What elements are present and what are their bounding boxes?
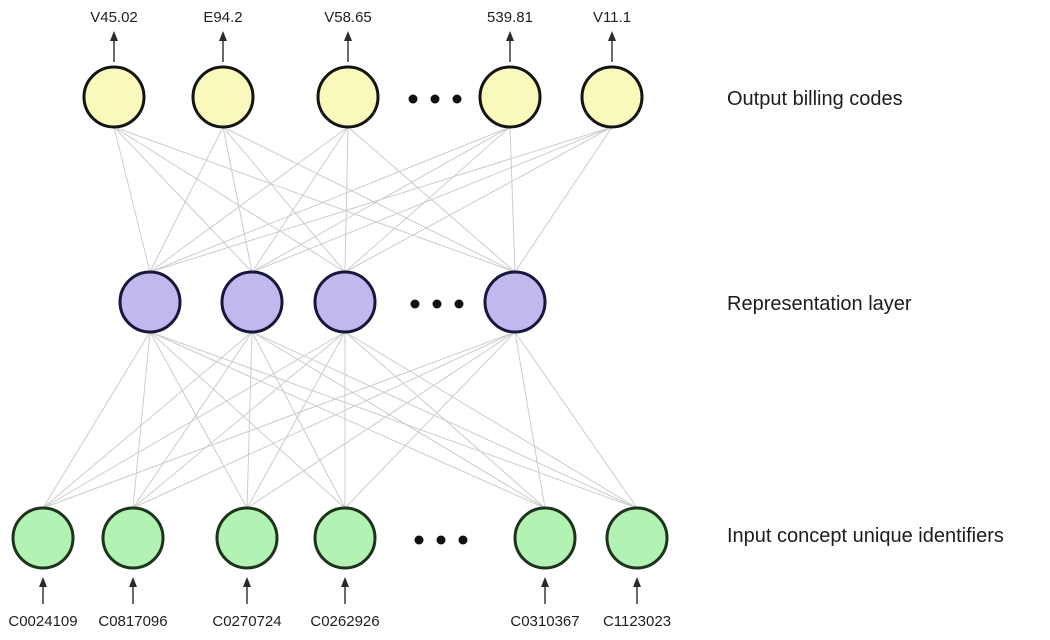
edge-line: [113, 126, 516, 273]
edge-line: [222, 126, 346, 273]
ellipsis-dot: [452, 94, 462, 104]
up-arrow-head: [541, 577, 549, 587]
edge-line: [132, 331, 516, 509]
edge-line: [42, 331, 151, 509]
edge-line: [132, 331, 253, 509]
edge-line: [113, 126, 253, 273]
input-layer-node: [11, 506, 75, 570]
output-layer-node: [580, 65, 644, 129]
output-layer-node: [478, 65, 542, 129]
edge-line: [149, 126, 511, 273]
edge-line: [149, 331, 346, 509]
edges-container: [42, 126, 638, 509]
input-layer-code-label: C0270724: [212, 613, 281, 630]
input-layer-node: [101, 506, 165, 570]
side-labels-container: Output billing codes Representation laye…: [727, 88, 1004, 547]
input-layer-label: Input concept unique identifiers: [727, 525, 1004, 547]
edge-line: [222, 126, 253, 273]
output-layer-node: [82, 65, 146, 129]
input-layer-node: [513, 506, 577, 570]
up-arrow-head: [219, 31, 227, 41]
ellipsis-dot: [408, 94, 418, 104]
output-layer-code-label: V11.1: [593, 9, 631, 26]
edge-line: [149, 126, 349, 273]
output-layer-label: Output billing codes: [727, 88, 903, 110]
output-layer-code-label: 539.81: [487, 9, 533, 26]
input-layer-node: [215, 506, 279, 570]
input-layer-code-label: C0262926: [310, 613, 379, 630]
representation-layer-node: [118, 270, 182, 334]
edge-line: [251, 126, 349, 273]
up-arrow-head: [506, 31, 514, 41]
edge-line: [246, 331, 253, 509]
edge-line: [514, 331, 638, 509]
edge-line: [149, 331, 248, 509]
up-arrow-head: [129, 577, 137, 587]
edge-line: [113, 126, 346, 273]
input-layer-code-label: C0817096: [98, 613, 167, 630]
edge-line: [509, 126, 516, 273]
edge-line: [113, 126, 151, 273]
up-arrow-head: [110, 31, 118, 41]
edge-line: [344, 126, 511, 273]
representation-layer-node: [313, 270, 377, 334]
edge-line: [514, 331, 546, 509]
ellipsis-dot: [410, 299, 420, 309]
ellipsis-dot: [414, 535, 424, 545]
input-layer-code-label: C1123023: [603, 613, 671, 630]
output-layer-node: [191, 65, 255, 129]
edge-line: [132, 331, 346, 509]
up-arrow-head: [39, 577, 47, 587]
edge-line: [246, 331, 346, 509]
up-arrow-head: [633, 577, 641, 587]
ellipsis-dot: [432, 299, 442, 309]
edge-line: [132, 331, 151, 509]
input-layer-node: [605, 506, 669, 570]
edge-line: [222, 126, 516, 273]
edge-line: [344, 331, 546, 509]
up-arrow-head: [608, 31, 616, 41]
ellipsis-dot: [436, 535, 446, 545]
up-arrow-head: [344, 31, 352, 41]
edge-line: [149, 126, 613, 273]
input-layer-code-label: C0024109: [8, 613, 77, 630]
output-layer-code-label: E94.2: [203, 9, 242, 26]
edge-line: [149, 126, 224, 273]
edge-line: [149, 331, 546, 509]
ellipsis-dot: [458, 535, 468, 545]
up-arrow-head: [341, 577, 349, 587]
input-layer-node: [313, 506, 377, 570]
edge-line: [344, 331, 638, 509]
output-layer-node: [316, 65, 380, 129]
output-layer-code-label: V45.02: [90, 9, 138, 26]
output-layer-code-label: V58.65: [324, 9, 372, 26]
edge-line: [149, 331, 638, 509]
edge-line: [251, 126, 613, 273]
representation-layer-label: Representation layer: [727, 293, 912, 315]
edge-line: [344, 331, 516, 509]
edge-line: [246, 331, 516, 509]
edge-line: [514, 126, 613, 273]
edge-line: [344, 126, 349, 273]
representation-layer-node: [483, 270, 547, 334]
ellipsis-dot: [454, 299, 464, 309]
representation-layer-node: [220, 270, 284, 334]
input-layer-code-label: C0310367: [510, 613, 579, 630]
up-arrow-head: [243, 577, 251, 587]
edge-line: [251, 331, 346, 509]
input-layer-group: C0024109 C0817096 C0270724 C0262926 C0310367…: [8, 506, 671, 630]
output-layer-group: V45.02 E94.2 V58.65 539.81 V11.1: [82, 9, 644, 129]
edge-line: [251, 331, 546, 509]
ellipsis-dot: [430, 94, 440, 104]
representation-layer-group: [118, 270, 547, 334]
edge-line: [42, 331, 346, 509]
edge-line: [42, 331, 516, 509]
edge-line: [344, 126, 613, 273]
edge-line: [42, 331, 253, 509]
